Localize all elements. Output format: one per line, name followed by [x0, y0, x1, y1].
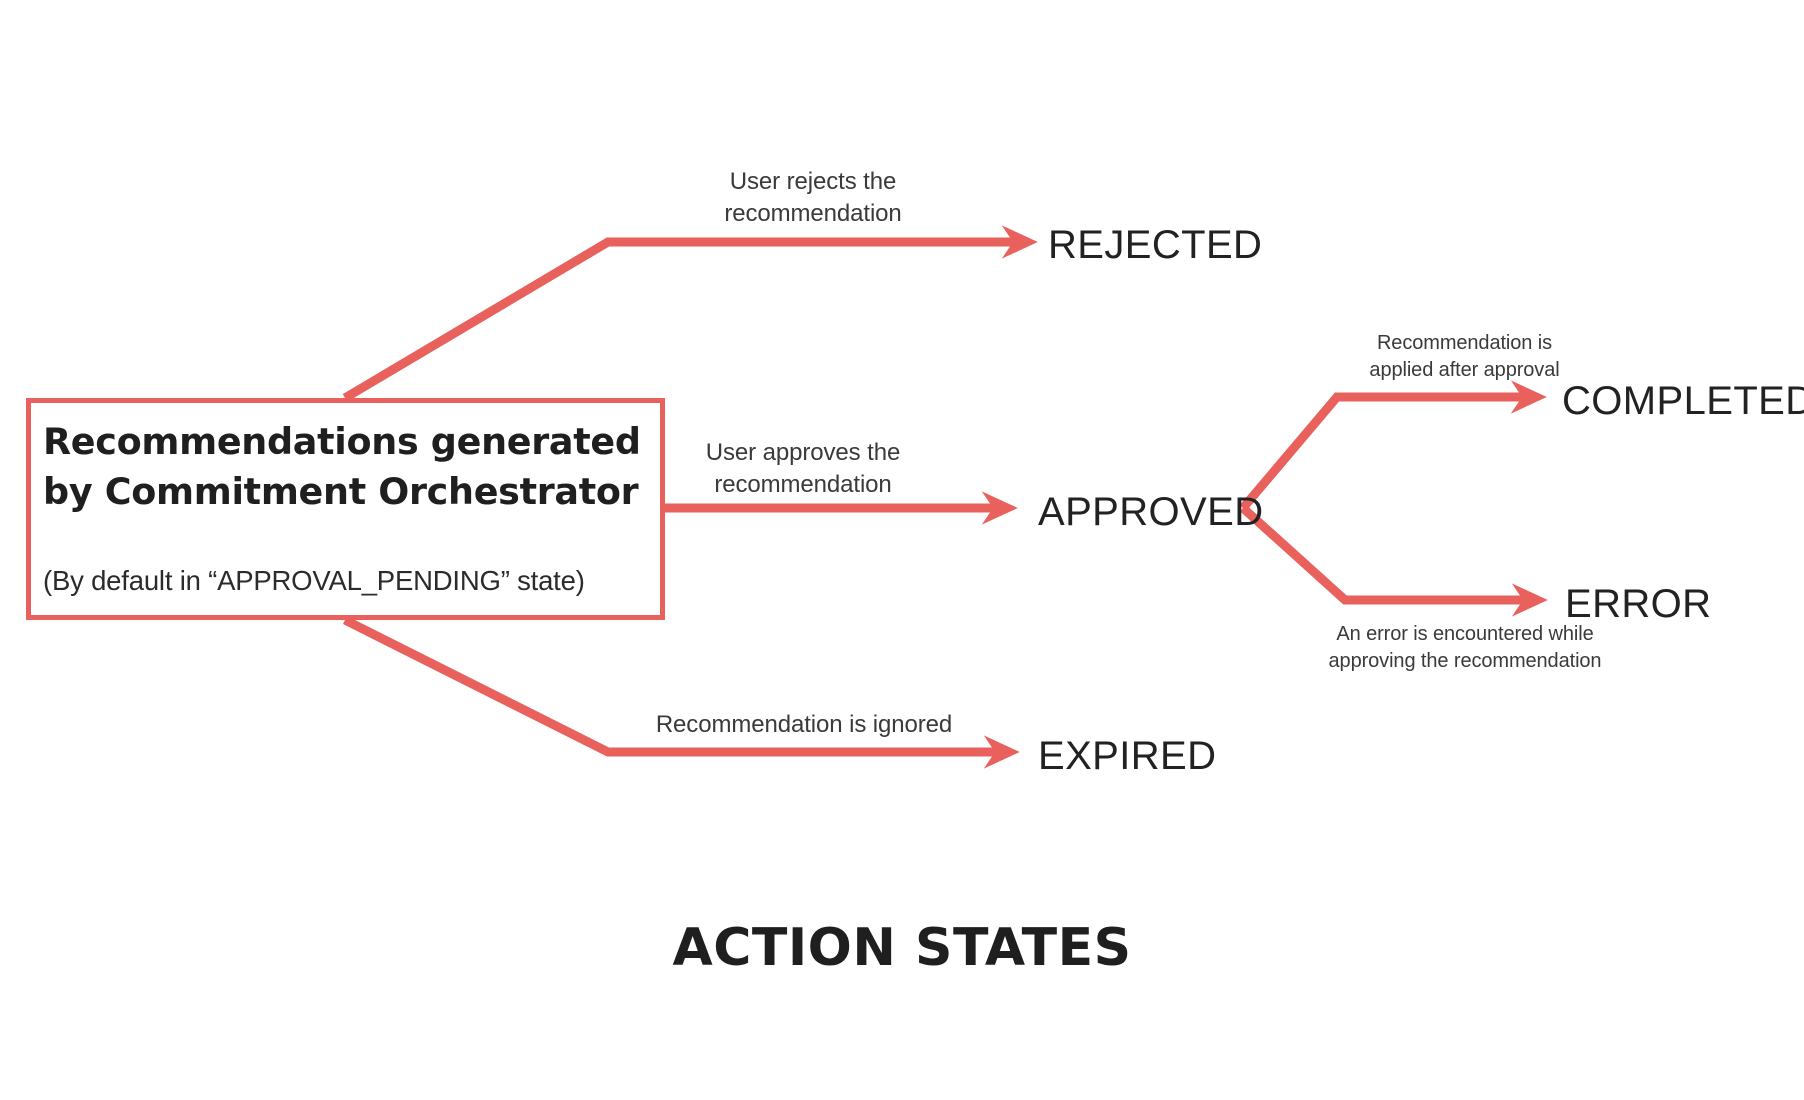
state-label-rejected: REJECTED: [1048, 223, 1263, 267]
edge-completed: [1239, 380, 1547, 511]
source-node-content: Recommendations generated by Commitment …: [43, 415, 648, 605]
source-node-title: Recommendations generated by Commitment …: [43, 415, 648, 516]
state-label-expired: EXPIRED: [1038, 734, 1217, 778]
edge-caption-expired: Recommendation is ignored: [655, 711, 953, 738]
state-label-error: ERROR: [1565, 582, 1712, 626]
source-node-box: Recommendations generated by Commitment …: [26, 398, 665, 620]
edge-caption-error: An error is encountered while approving …: [1328, 623, 1602, 672]
edge-caption-approved: User approves the recommendation: [705, 439, 901, 498]
edge-caption-rejected: User rejects the recommendation: [724, 168, 902, 227]
state-label-approved: APPROVED: [1038, 490, 1264, 534]
diagram-title: ACTION STATES: [672, 918, 1132, 978]
edge-caption-completed: Recommendation is applied after approval: [1369, 332, 1560, 381]
state-label-completed: COMPLETED: [1562, 379, 1804, 423]
source-node-title-line-1: Recommendations generated: [43, 420, 641, 463]
edge-error: [1239, 504, 1548, 617]
source-node-subtitle: (By default in “APPROVAL_PENDING” state): [43, 565, 585, 596]
edge-expired: [342, 615, 1020, 769]
edge-rejected: [342, 225, 1038, 402]
source-node-title-line-2: by Commitment Orchestrator: [43, 469, 639, 513]
